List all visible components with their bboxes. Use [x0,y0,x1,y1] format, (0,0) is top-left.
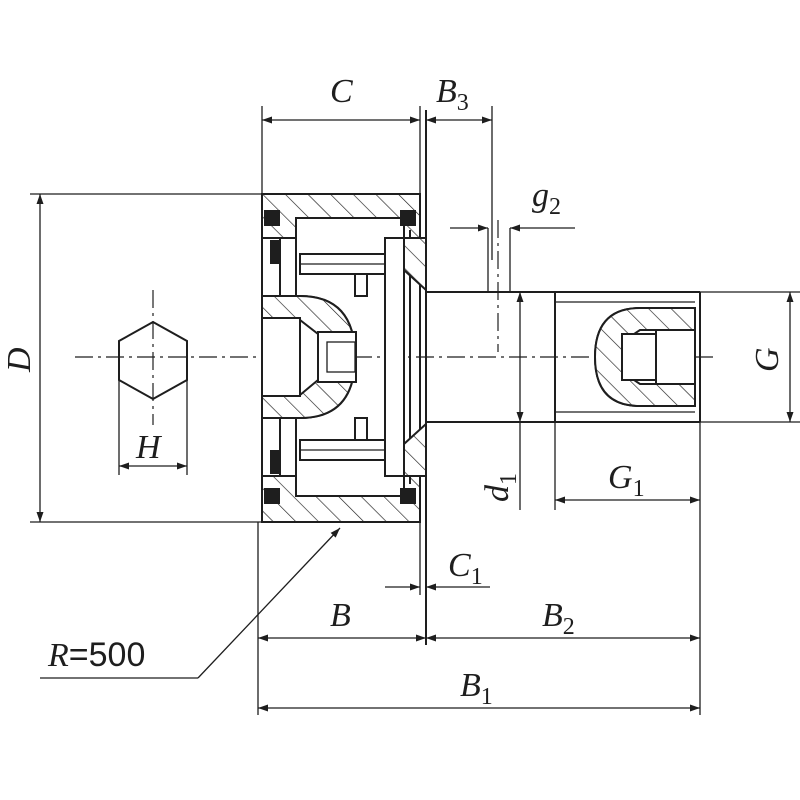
label-b: B [330,597,351,634]
label-b1: B1 [460,667,493,710]
dimension-g1 [554,422,701,715]
label-c1: C1 [448,547,483,590]
dimension-c [261,106,421,194]
threaded-shaft [426,291,701,423]
dimension-b [257,522,426,715]
label-h: H [135,429,163,466]
label-g: G [749,347,786,372]
seals [264,210,427,504]
label-radius: R=500 [47,636,145,674]
stud-body [261,295,357,419]
outer-ring [261,193,421,523]
dimension-d [30,193,262,523]
hex-socket-end-view [118,320,188,401]
dimension-c1 [385,522,490,595]
label-c: C [330,73,353,110]
dimension-h [118,380,188,475]
label-g2: g2 [532,177,561,220]
label-d1: d1 [479,473,522,502]
label-d: D [1,347,38,373]
dimension-b3 [426,106,493,260]
dimension-g [700,291,800,423]
radius-leader [40,527,341,679]
inner-race [261,110,427,645]
label-b2: B2 [542,597,575,640]
label-g1: G1 [608,459,645,502]
label-b3: B3 [436,73,469,116]
